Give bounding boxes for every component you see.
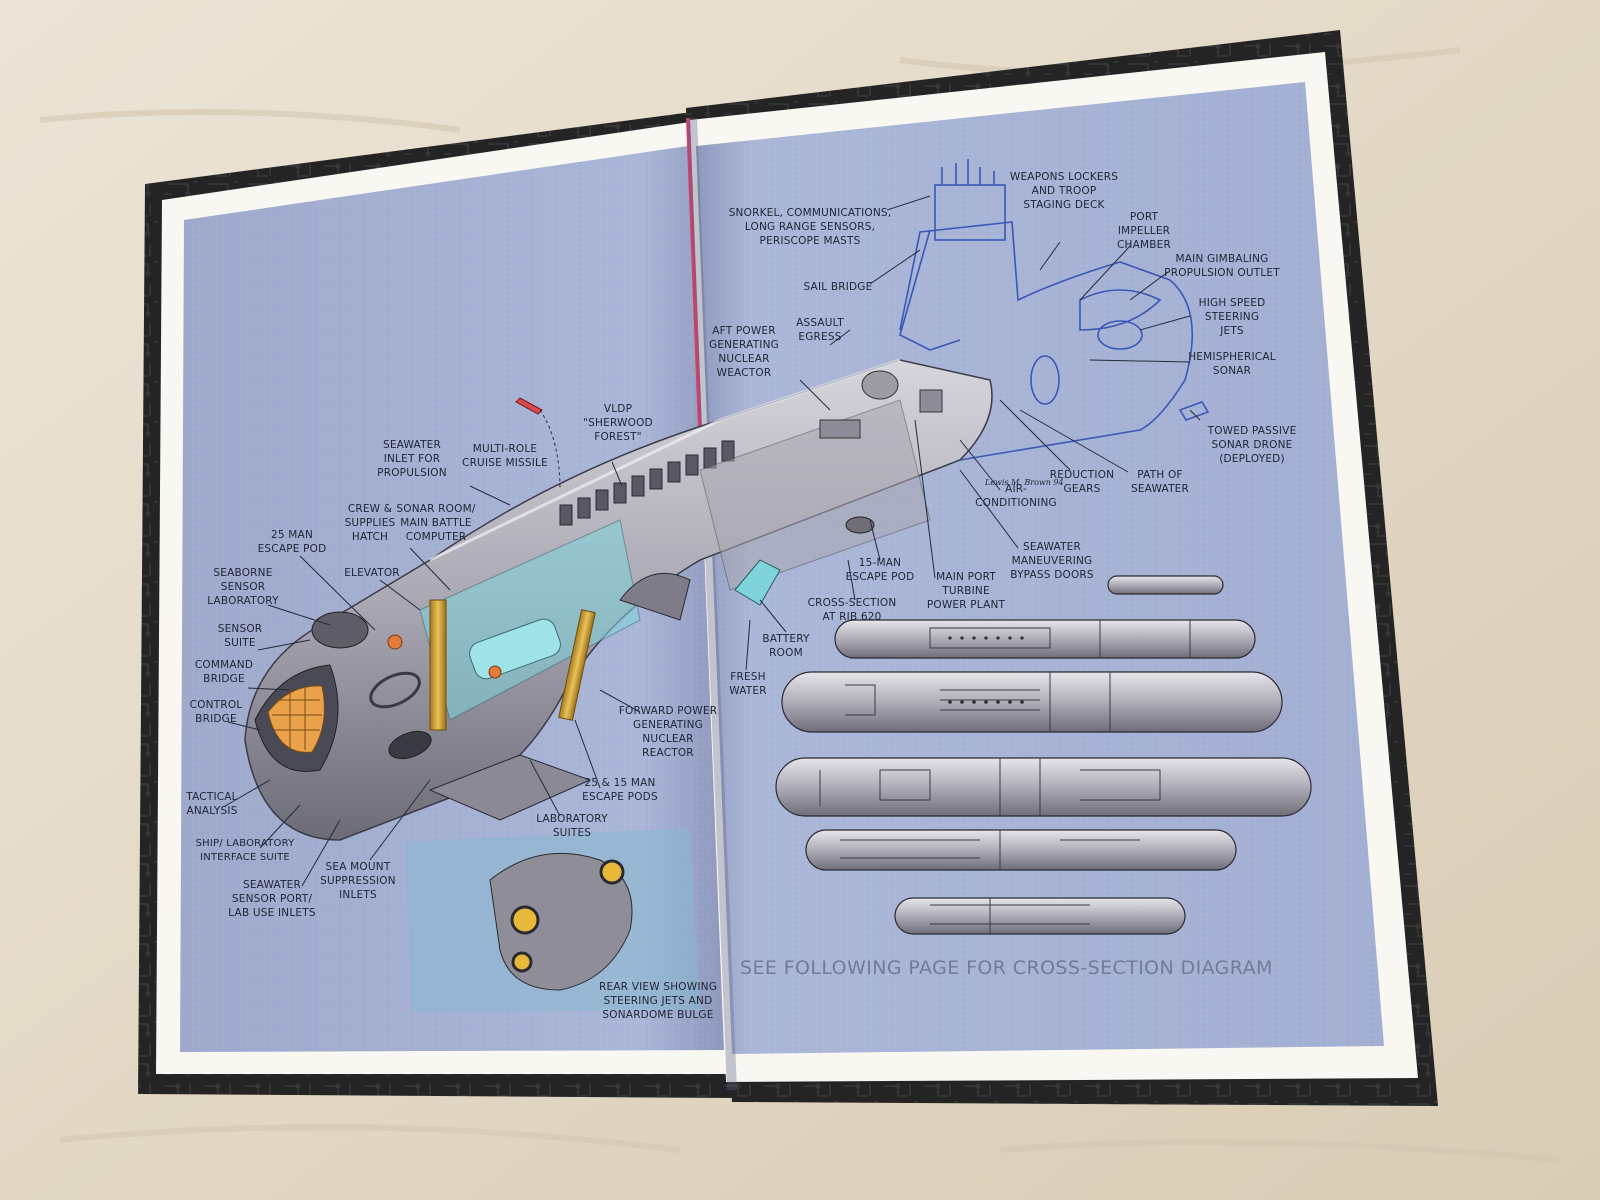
submarine-hull: Lewis M. Brown 94	[244, 358, 1064, 841]
profile-4	[775, 757, 1312, 817]
vehicle-profiles	[775, 575, 1312, 935]
profile-1	[1107, 575, 1224, 595]
profile-6	[894, 897, 1186, 935]
rear-view-inset	[405, 828, 700, 1012]
label-air-conditioning: AIR-CONDITIONING	[975, 483, 1057, 509]
label-snorkel-masts: SNORKEL, COMMUNICATIONS,LONG RANGE SENSO…	[729, 207, 892, 247]
artist-signature: Lewis M. Brown 94	[984, 478, 1064, 487]
profile-2	[834, 619, 1256, 659]
label-sail-bridge: SAIL BRIDGE	[804, 281, 873, 293]
right-page-labels: SNORKEL, COMMUNICATIONS,LONG RANGE SENSO…	[709, 171, 1296, 979]
leader-lines	[224, 195, 1201, 887]
label-elevator: ELEVATOR	[344, 567, 400, 579]
spine-shadow	[687, 117, 737, 1091]
submarine-blueprint-aft	[899, 159, 1210, 471]
profile-3	[781, 671, 1283, 733]
profile-5	[805, 829, 1237, 871]
book-spine	[686, 117, 702, 431]
footer-note: SEE FOLLOWING PAGE FOR CROSS-SECTION DIA…	[740, 957, 1273, 979]
